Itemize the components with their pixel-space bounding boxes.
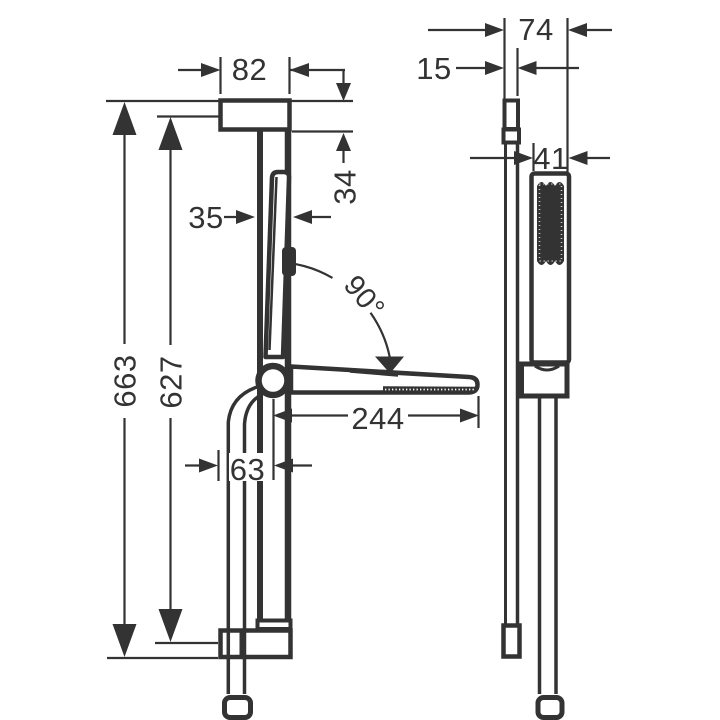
front-view-geometry (218, 98, 480, 720)
dim-bar-height: 627 (154, 117, 189, 642)
handshower-step-line (349, 370, 399, 377)
arrowhead-left-icon (568, 23, 587, 37)
hose-end-fitting-side (535, 695, 565, 720)
spray-face-texture (537, 182, 564, 265)
arrowhead-right-icon (460, 408, 479, 423)
dim-label-bracket-height: 34 (328, 169, 363, 204)
bottom-wall-bracket (218, 628, 293, 660)
dim-label-arm-reach: 244 (351, 401, 404, 436)
arrowhead-up-icon (336, 133, 351, 151)
dim-hose-offset-label: 63 (229, 452, 266, 487)
arrowhead-right-icon (485, 61, 504, 75)
dim-label-handshower-width: 41 (533, 141, 568, 176)
slider-pivot (255, 362, 291, 399)
hose-end-fitting (222, 695, 253, 720)
arrowhead-up-icon (158, 117, 183, 150)
dim-label-total-height: 663 (108, 354, 143, 407)
spray-face-dots (538, 183, 563, 262)
handshower-upright-edge-line (268, 176, 278, 351)
ext-lines-74 (503, 18, 569, 172)
dim-total-height: 663 (108, 102, 143, 657)
arrowhead-right-icon (201, 63, 221, 77)
label-halo (229, 453, 266, 481)
arrowhead-up-icon (112, 102, 137, 135)
dim-total-depth: 74 (428, 12, 612, 172)
dim-label-total-depth: 74 (518, 12, 553, 47)
bottom-wall-bracket-side (501, 623, 522, 659)
arrowhead-right-icon (485, 23, 504, 37)
arrowhead-left-icon (293, 210, 312, 224)
dim-bar-depth: 15 (416, 48, 579, 96)
slider-clamp-knob (282, 247, 296, 276)
dim-label-bracket-width: 82 (232, 52, 267, 87)
side-view-geometry (501, 98, 572, 720)
dim-label-bar-depth: 15 (416, 51, 451, 86)
dim-holder-depth: 35 (188, 200, 331, 235)
spray-face-edge (383, 386, 477, 393)
arrowhead-down-icon (336, 83, 351, 101)
dim-label-holder-depth: 35 (188, 200, 223, 235)
dim-label-hose-offset: 63 (230, 452, 265, 487)
dim-label-bar-height: 627 (154, 355, 189, 408)
arrowhead-right-icon (199, 458, 218, 473)
arrowhead-left-icon (517, 61, 537, 75)
slider-holder-side (516, 361, 570, 399)
arrowhead-right-icon (236, 210, 255, 224)
ext-lines-82 (219, 57, 291, 94)
bar-top-joint-side (501, 127, 521, 145)
dim-bracket-width: 82 (178, 52, 345, 94)
arrowhead-left-icon (289, 63, 309, 77)
arrowhead-down-icon (158, 609, 183, 642)
arrowhead-down-icon (375, 356, 404, 374)
dim-arm-reach: 244 (272, 396, 480, 480)
dim-bracket-height: 34 (328, 70, 363, 205)
handshower-horizontal (288, 364, 480, 395)
arrowhead-left-icon (568, 151, 588, 165)
bar-end-cap (255, 618, 293, 631)
hose-outer-edge (226, 385, 258, 694)
top-wall-bracket (218, 98, 292, 132)
dim-handshower-width: 41 (470, 141, 610, 176)
ext-lines-244 (272, 396, 480, 480)
slider-holder-cradle-notch (534, 364, 560, 372)
bar-top-cap-side (502, 98, 520, 131)
dim-label-swivel-angle: 90° (337, 270, 391, 325)
hose-inner-edge (242, 393, 262, 694)
arrowhead-down-icon (112, 624, 137, 657)
